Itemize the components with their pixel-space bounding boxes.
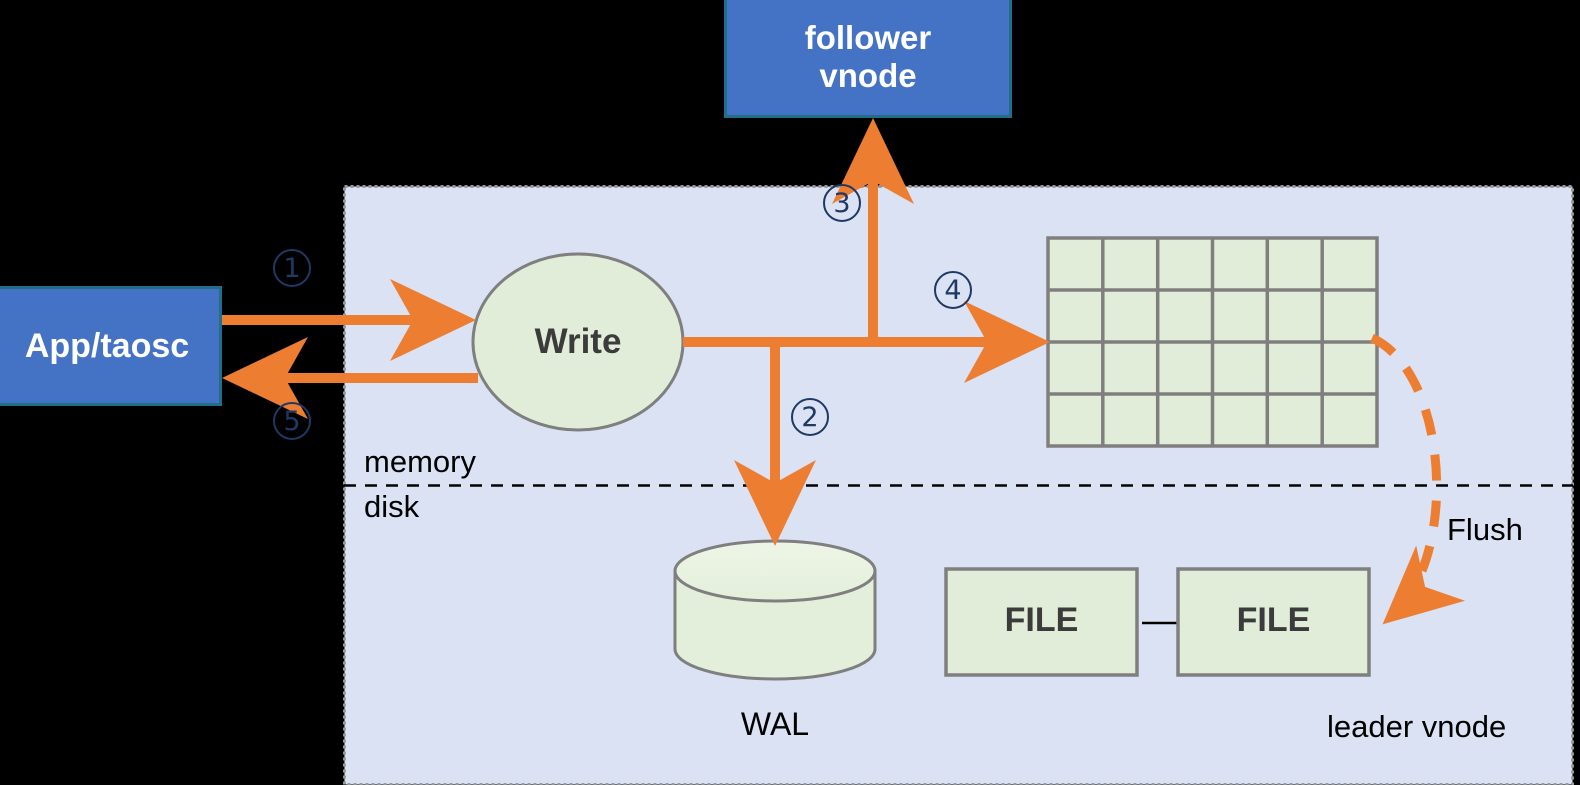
file-right-box <box>1176 567 1371 677</box>
app-taosc-label: App/taosc <box>24 326 190 365</box>
step-badge-3-text: 3 <box>833 187 851 219</box>
file-right-label: FILE <box>1236 601 1311 639</box>
app-taosc-box[interactable]: App/taosc <box>0 286 222 406</box>
wal-cylinder <box>673 539 877 681</box>
disk-label: disk <box>364 489 420 524</box>
wal-label: WAL <box>740 706 810 742</box>
memory-label: memory <box>364 444 476 479</box>
step-badge-5: 5 <box>273 402 311 440</box>
step-badge-2-text: 2 <box>801 401 819 433</box>
step-badge-4-text: 4 <box>944 274 962 306</box>
file-left-box <box>944 567 1139 677</box>
write-node-label: Write <box>534 322 622 361</box>
step-badge-2: 2 <box>791 398 829 436</box>
follower-vnode-box[interactable]: follower vnode <box>724 0 1012 118</box>
step-badge-1-text: 1 <box>283 252 301 284</box>
flush-arrow <box>1369 333 1465 625</box>
step-badge-5-text: 5 <box>283 405 301 437</box>
leader-vnode-label: leader vnode <box>1327 709 1507 744</box>
memtable-grid <box>1046 236 1379 448</box>
flush-label: Flush <box>1447 512 1523 547</box>
file-left-label: FILE <box>1004 601 1079 639</box>
step-badge-3: 3 <box>823 184 861 222</box>
step-badge-1: 1 <box>273 249 311 287</box>
follower-vnode-label-line2: vnode <box>819 57 917 94</box>
follower-vnode-label-line1: follower <box>804 19 932 56</box>
step-badge-4: 4 <box>934 271 972 309</box>
